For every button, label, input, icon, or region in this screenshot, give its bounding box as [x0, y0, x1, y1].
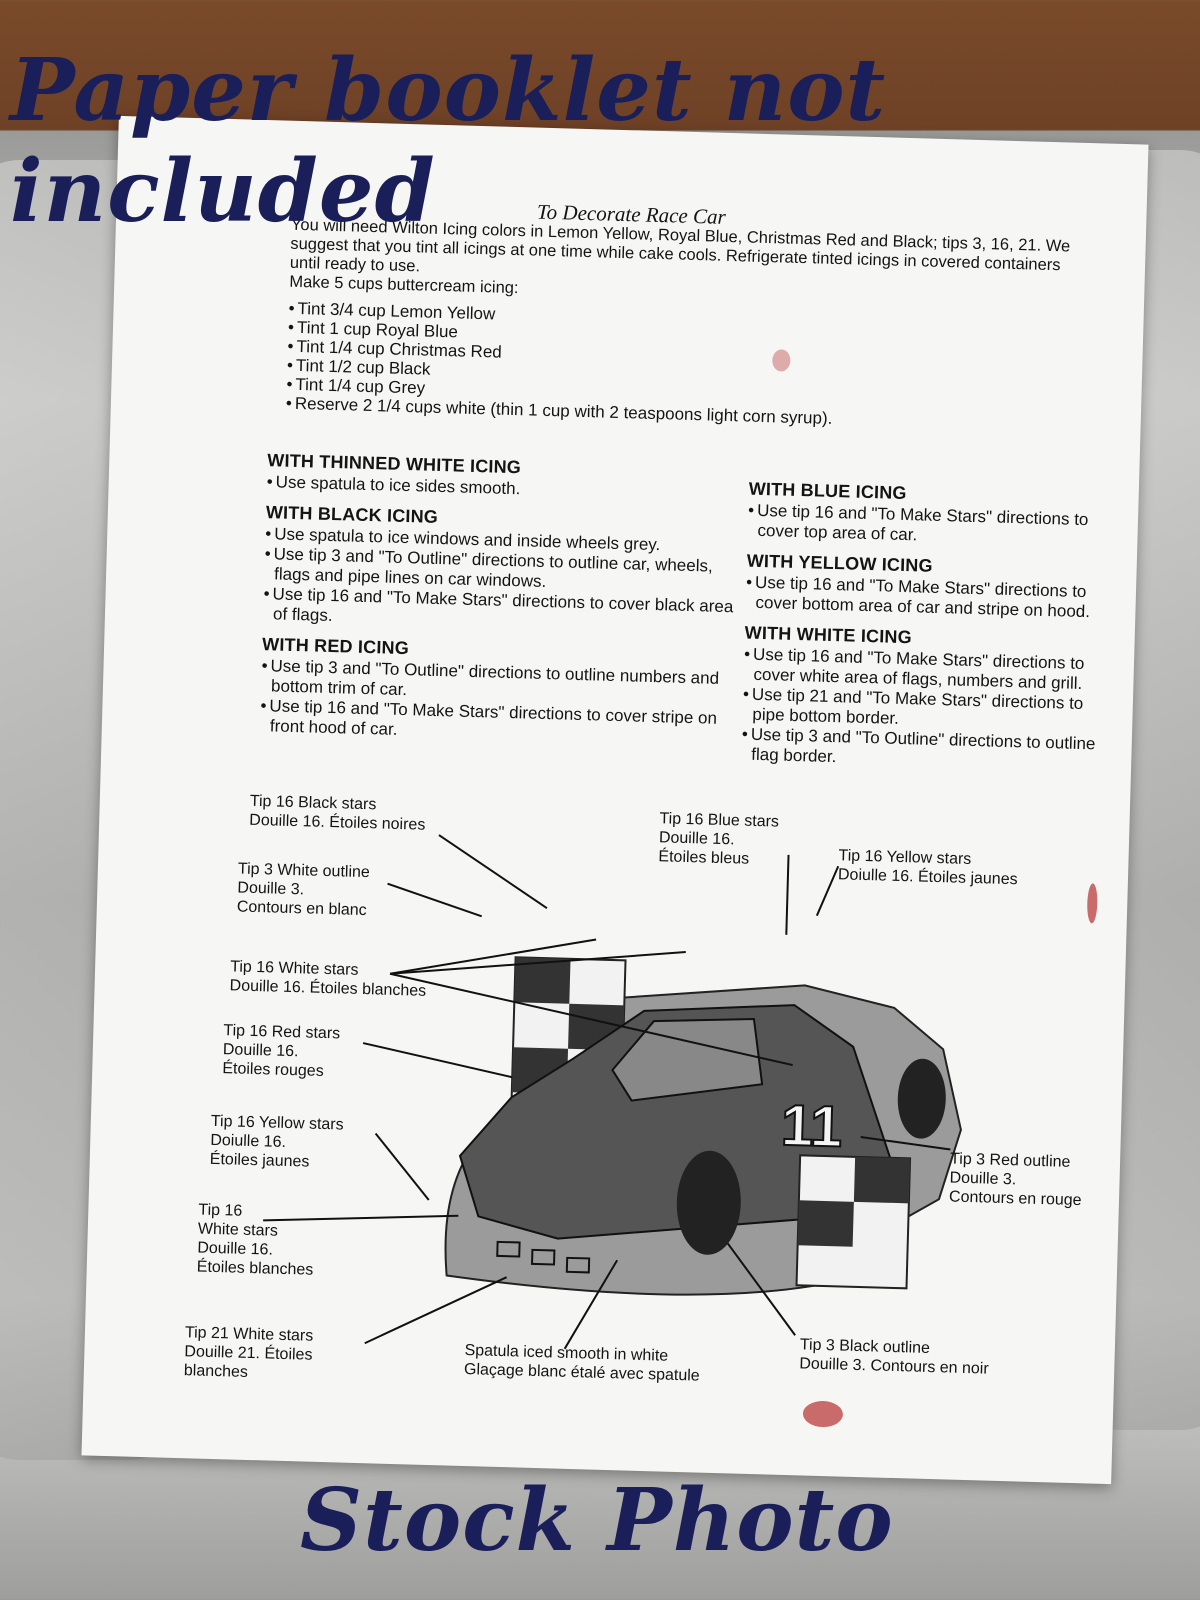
label-white-outline: Tip 3 White outline Douille 3. Contours …	[236, 860, 371, 920]
label-white-stars: Tip 16 White stars Douille 16. Étoiles b…	[229, 958, 427, 1000]
car-number: 11	[780, 1093, 843, 1160]
bottom-banner-text: Stock Photo	[300, 1470, 894, 1571]
label-yellow-stars: Tip 16 Yellow stars Doiulle 16. Étoiles …	[209, 1112, 344, 1171]
label-black-stars: Tip 16 Black stars Douille 16. Étoiles n…	[249, 792, 426, 834]
callout-lines	[263, 834, 951, 1350]
label-spatula: Spatula iced smooth in white Glaçage bla…	[463, 1342, 700, 1385]
label-blue-stars: Tip 16 Blue stars Douille 16. Étoiles bl…	[658, 810, 780, 868]
instruction-booklet: To Decorate Race Car You will need Wilto…	[81, 115, 1149, 1485]
label-yellow-stars-top: Tip 16 Yellow stars Doiulle 16. Étoiles …	[837, 847, 1018, 889]
label-red-stars: Tip 16 Red stars Douille 16. Étoiles rou…	[222, 1022, 341, 1080]
top-banner-text: Paper booklet not included	[10, 40, 887, 242]
label-red-outline: Tip 3 Red outline Douille 3. Contours en…	[948, 1150, 1082, 1210]
label-tip21: Tip 21 White stars Douille 21. Étoiles b…	[183, 1324, 314, 1381]
label-black-outline: Tip 3 Black outline Douille 3. Contours …	[799, 1336, 989, 1378]
label-white-stars-grill: Tip 16 White stars Douille 16. Étoiles b…	[196, 1201, 314, 1279]
